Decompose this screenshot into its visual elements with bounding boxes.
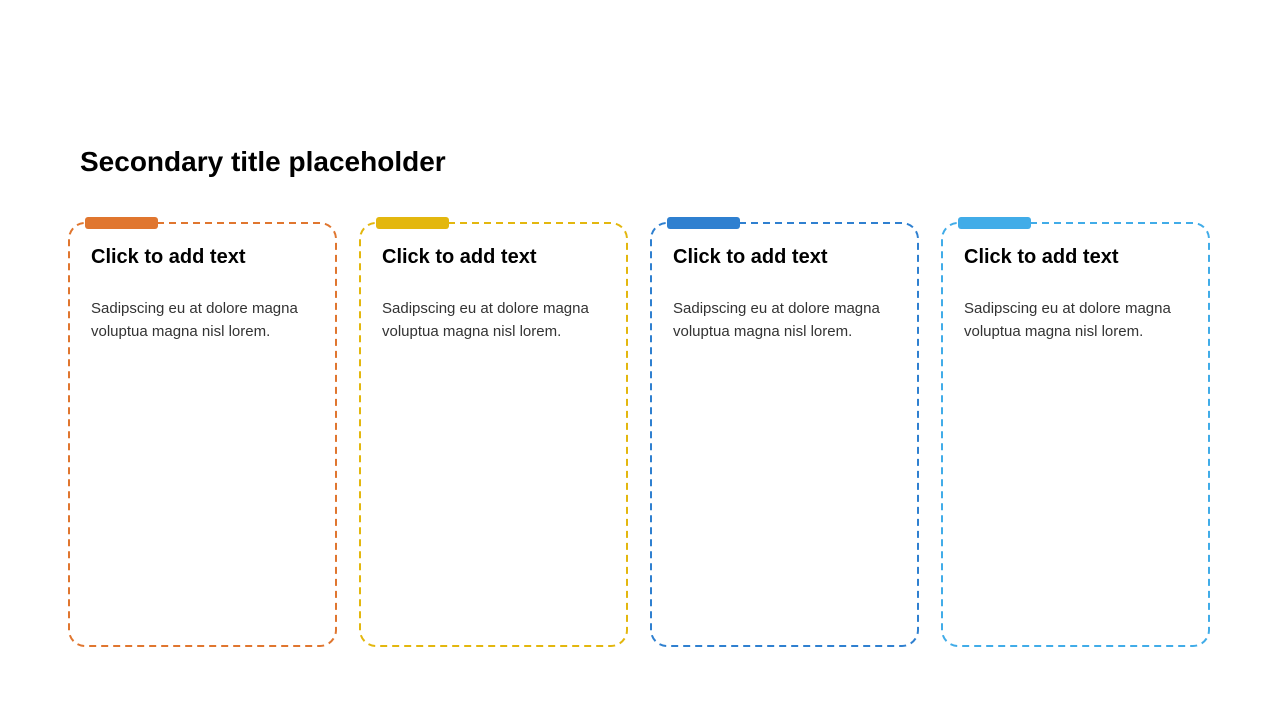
- dashed-border: [650, 222, 919, 647]
- cards-row: Click to add text Sadipscing eu at dolor…: [68, 217, 1210, 647]
- card-content: Click to add text Sadipscing eu at dolor…: [359, 222, 628, 343]
- placeholder-card-2[interactable]: Click to add text Sadipscing eu at dolor…: [359, 217, 628, 647]
- dashed-border: [941, 222, 1210, 647]
- card-content: Click to add text Sadipscing eu at dolor…: [650, 222, 919, 343]
- card-heading-placeholder[interactable]: Click to add text: [91, 246, 246, 268]
- card-body-placeholder[interactable]: Sadipscing eu at dolore magna voluptua m…: [382, 300, 589, 340]
- dashed-border: [68, 222, 337, 647]
- placeholder-card-3[interactable]: Click to add text Sadipscing eu at dolor…: [650, 217, 919, 647]
- card-accent-tab: [667, 217, 740, 229]
- card-content: Click to add text Sadipscing eu at dolor…: [941, 222, 1210, 343]
- slide-title[interactable]: Secondary title placeholder: [80, 145, 446, 177]
- placeholder-card-4[interactable]: Click to add text Sadipscing eu at dolor…: [941, 217, 1210, 647]
- dashed-border: [359, 222, 628, 647]
- card-accent-tab: [376, 217, 449, 229]
- card-accent-tab: [85, 217, 158, 229]
- card-body-placeholder[interactable]: Sadipscing eu at dolore magna voluptua m…: [964, 300, 1171, 340]
- card-accent-tab: [958, 217, 1031, 229]
- card-body-placeholder[interactable]: Sadipscing eu at dolore magna voluptua m…: [673, 300, 880, 340]
- card-content: Click to add text Sadipscing eu at dolor…: [68, 222, 337, 343]
- card-body-placeholder[interactable]: Sadipscing eu at dolore magna voluptua m…: [91, 300, 298, 340]
- card-heading-placeholder[interactable]: Click to add text: [382, 246, 537, 268]
- card-heading-placeholder[interactable]: Click to add text: [964, 246, 1119, 268]
- card-heading-placeholder[interactable]: Click to add text: [673, 246, 828, 268]
- placeholder-card-1[interactable]: Click to add text Sadipscing eu at dolor…: [68, 217, 337, 647]
